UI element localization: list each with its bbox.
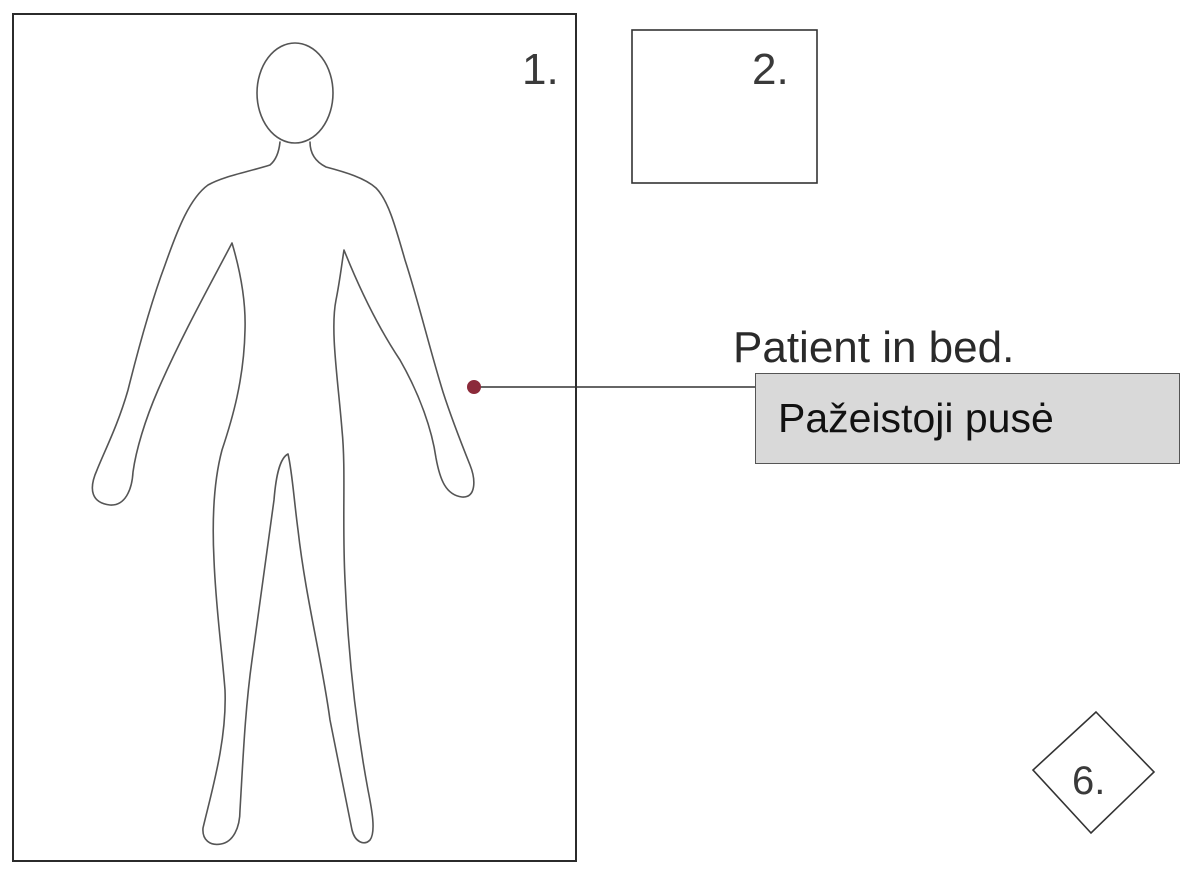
bed-frame <box>13 14 576 861</box>
callout-box: Pažeistoji pusė <box>755 373 1180 464</box>
panel-2-number: 2. <box>752 45 789 94</box>
panel-6-number: 6. <box>1072 759 1105 803</box>
panel-2-box <box>632 30 817 183</box>
dot-marker-icon <box>467 380 481 394</box>
callout-label: Pažeistoji pusė <box>778 395 1054 442</box>
human-body-outline-icon <box>92 43 473 844</box>
caption-text: Patient in bed. <box>733 323 1014 372</box>
panel-1-number: 1. <box>522 45 559 94</box>
